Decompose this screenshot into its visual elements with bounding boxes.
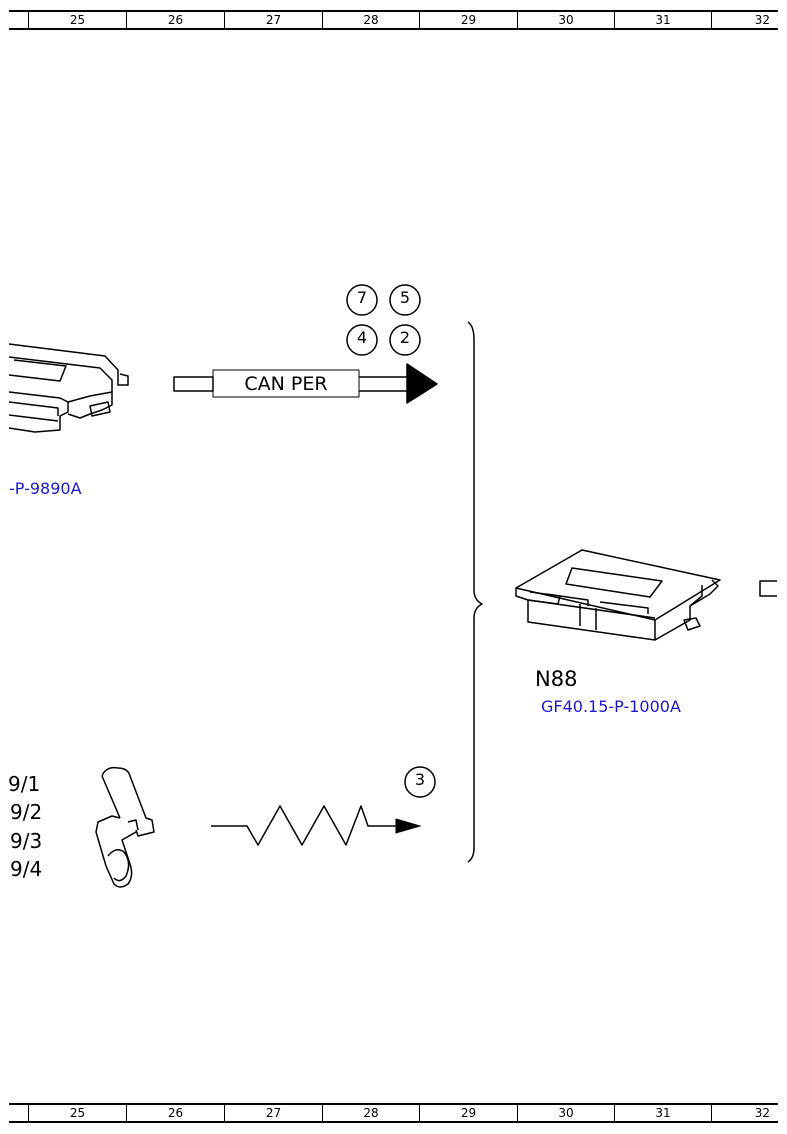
pin-label-9-4: 9/4 [10,857,43,881]
ruler-column-27: 27 [224,1105,322,1121]
pin-label-9-1: 9/1 [8,772,41,796]
marker-circle-3 [404,766,436,798]
can-bus-label: CAN PER [244,373,328,395]
ruler-column-32: 32 [711,12,778,28]
left-control-unit-illustration [8,343,129,433]
pin-label-9-2: 9/2 [10,800,43,824]
signal-arrow-head [395,818,422,834]
ruler-column-28: 28 [322,12,419,28]
sensor-illustration [95,766,155,888]
can-bus-arrow-head [406,363,438,404]
left-unit-reference-link[interactable]: -P-9890A [9,479,82,498]
marker-circle-2 [389,324,421,356]
ruler-column-31: 31 [614,1105,711,1121]
ruler-column-26: 26 [126,1105,224,1121]
can-bus-arrow [173,369,407,398]
column-ruler-top: 25 26 27 28 29 30 31 32 [9,10,778,30]
marker-2-label: 2 [399,328,411,347]
ruler-column-30: 30 [517,12,614,28]
pin-label-9-3: 9/3 [10,829,43,853]
ruler-column-26: 26 [126,12,224,28]
marker-circle-4 [346,324,378,356]
right-connector-stub [759,580,777,597]
ruler-column-32: 32 [711,1105,778,1121]
marker-4-label: 4 [356,328,368,347]
ruler-column-30: 30 [517,1105,614,1121]
column-ruler-bottom: 25 26 27 28 29 30 31 32 [9,1103,778,1123]
ruler-column-29: 29 [419,1105,517,1121]
marker-7-label: 7 [356,288,368,307]
grouping-brace [467,321,483,863]
marker-circle-7 [346,284,378,316]
right-unit-reference-link[interactable]: GF40.15-P-1000A [541,697,681,716]
right-control-unit-illustration [515,549,721,641]
ruler-column-25: 25 [28,1105,126,1121]
ruler-column-31: 31 [614,12,711,28]
ruler-column-29: 29 [419,12,517,28]
ruler-column-27: 27 [224,12,322,28]
marker-circle-5 [389,284,421,316]
ruler-column-25: 25 [28,12,126,28]
component-name-n88: N88 [535,667,578,691]
marker-5-label: 5 [399,288,411,307]
ruler-column-28: 28 [322,1105,419,1121]
resistor-symbol [211,805,398,846]
marker-3-label: 3 [414,770,426,789]
